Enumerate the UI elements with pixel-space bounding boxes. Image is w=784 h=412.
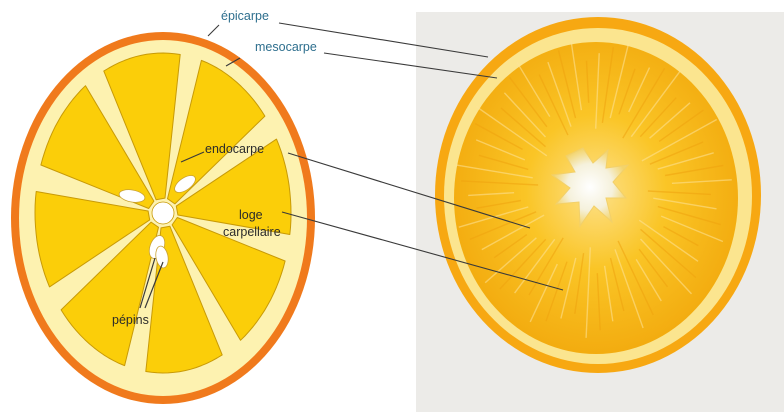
label-loge: loge (239, 208, 263, 222)
label-mesocarpe: mesocarpe (255, 40, 317, 54)
epicarpe-tick (208, 25, 219, 36)
label-pepins: pépins (112, 313, 149, 327)
photo-orange (435, 17, 761, 373)
mesocarpe-leader (324, 53, 497, 78)
label-epicarpe: épicarpe (221, 9, 269, 23)
label-carpellaire: carpellaire (223, 225, 281, 239)
central-axis (152, 202, 174, 224)
schematic-orange (11, 32, 315, 404)
label-endocarpe: endocarpe (205, 142, 264, 156)
